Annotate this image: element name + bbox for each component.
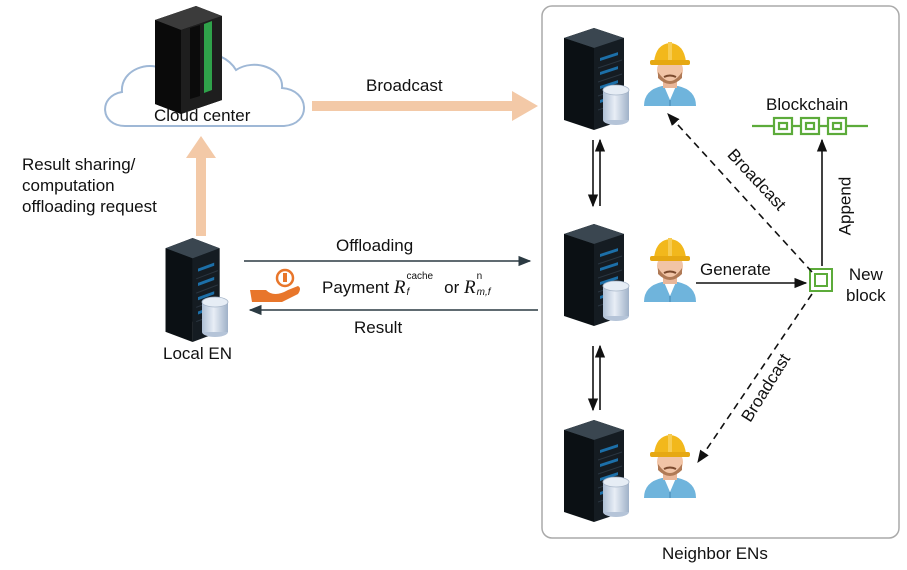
- blockchain-icon: [752, 116, 868, 136]
- offloading-label: Offloading: [336, 236, 414, 255]
- blockchain-label: Blockchain: [766, 95, 849, 114]
- cloud-center-label: Cloud center: [154, 106, 251, 125]
- new-block-icon: [809, 268, 833, 292]
- local-en-database-icon: [201, 296, 229, 338]
- neighbor-database-icon: [602, 84, 630, 126]
- append-label: Append: [835, 176, 855, 236]
- neighbor-database-icon: [602, 476, 630, 518]
- neighbor-database-icon: [602, 280, 630, 322]
- broadcast-down-dashed-arrow: [697, 293, 813, 464]
- supercomputer-icon: [155, 6, 222, 114]
- payment-symbol-cache-sub: f: [406, 287, 410, 298]
- neighbor-sync-arrows-bottom: [587, 344, 606, 412]
- generate-label: Generate: [700, 260, 771, 279]
- payment-symbol-cache: R: [393, 277, 406, 298]
- request-line: computation: [22, 176, 115, 195]
- payment-symbol-miner-sub: m,f: [476, 287, 491, 298]
- payment-symbol-cache-sup: cache: [406, 271, 434, 282]
- payment-symbol-miner: R: [464, 277, 476, 298]
- broadcast-top-arrow: [312, 91, 538, 121]
- neighbor-ens-label: Neighbor ENs: [662, 544, 768, 563]
- request-line: offloading request: [22, 197, 157, 216]
- request-label: Result sharing/ computation offloading r…: [22, 154, 157, 217]
- neighbor-sync-arrows-top: [587, 138, 606, 208]
- new-block-label: New block: [846, 264, 886, 306]
- local-en-label: Local EN: [163, 344, 232, 363]
- broadcast-top-label: Broadcast: [366, 76, 443, 95]
- request-up-arrow: [186, 136, 216, 236]
- payment-prefix: Payment: [322, 278, 390, 297]
- payment-hand-icon: [250, 268, 300, 302]
- payment-joiner: or: [444, 278, 460, 297]
- new-block-line: block: [846, 286, 886, 305]
- request-line: Result sharing/: [22, 155, 136, 174]
- payment-symbol-miner-sup: n: [476, 271, 483, 282]
- neighbor-ens-panel: [541, 5, 900, 539]
- new-block-line: New: [848, 265, 883, 284]
- result-label: Result: [354, 318, 403, 337]
